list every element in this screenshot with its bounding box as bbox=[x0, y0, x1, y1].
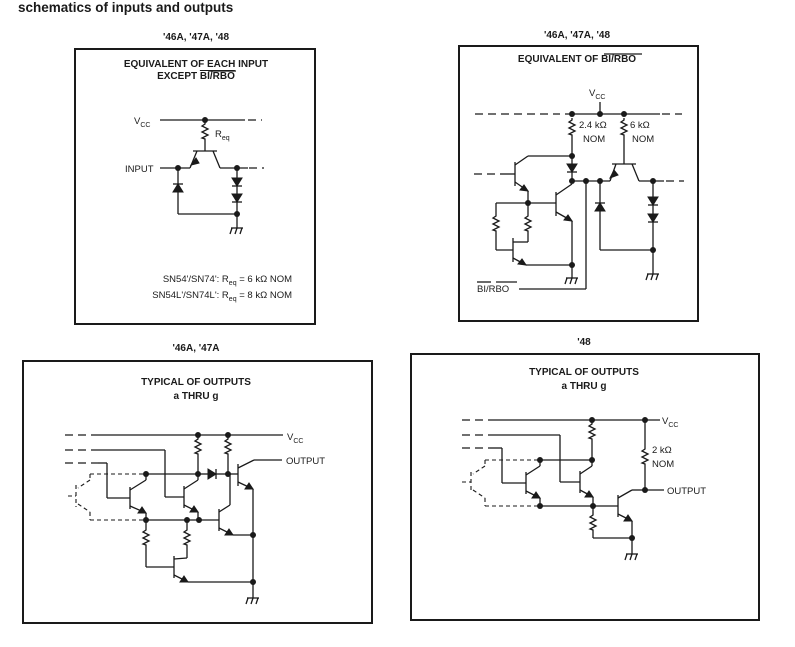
panel-1-device-label: '46A, '47A, '48 bbox=[163, 32, 229, 43]
vcc-label: VCC bbox=[589, 88, 605, 101]
panel-3-device-label: '46A, '47A bbox=[172, 343, 219, 354]
panel-4-title-line2: a THRU g bbox=[562, 381, 607, 392]
panel-4-device-label: '48 bbox=[577, 337, 591, 348]
resistor-6k-nom: NOM bbox=[632, 134, 654, 145]
vcc-label: VCC bbox=[662, 416, 678, 429]
output-circuit-48: VCC 2 kΩ NOM OUTPUT bbox=[462, 416, 706, 561]
page-title: schematics of inputs and outputs bbox=[18, 0, 233, 15]
panel-3-title-line2: a THRU g bbox=[174, 391, 219, 402]
panel-2-title: EQUIVALENT OF BI/RBO bbox=[518, 54, 636, 65]
note-sn54l: SN54L'/SN74L': Req = 8 kΩ NOM bbox=[152, 290, 292, 303]
junction-dot bbox=[202, 117, 208, 123]
req-label: Req bbox=[215, 129, 230, 142]
bi-rbo-pin-label: BI/RBO bbox=[477, 284, 509, 295]
resistor-2-4k-nom: NOM bbox=[583, 134, 605, 145]
output-label: OUTPUT bbox=[286, 456, 325, 467]
panel-2-frame bbox=[458, 45, 699, 322]
panel-1-title-line1: EQUIVALENT OF EACH INPUT bbox=[124, 59, 268, 70]
resistor-2k-nom: NOM bbox=[652, 459, 674, 470]
panel-4-frame bbox=[410, 353, 760, 621]
output-label: OUTPUT bbox=[667, 486, 706, 497]
panel-3-frame bbox=[22, 360, 373, 624]
vcc-label: VCC bbox=[134, 116, 150, 129]
resistor-6k-label: 6 kΩ bbox=[630, 120, 650, 131]
input-circuit: VCC Req INPUT bbox=[125, 116, 264, 235]
panel-3-title-line1: TYPICAL OF OUTPUTS bbox=[141, 377, 251, 388]
resistor-2k-label: 2 kΩ bbox=[652, 445, 672, 456]
resistor-2-4k-label: 2.4 kΩ bbox=[579, 120, 607, 131]
note-sn54: SN54'/SN74': Req = 6 kΩ NOM bbox=[163, 274, 292, 287]
vcc-label: VCC bbox=[287, 432, 303, 445]
output-circuit-46a: VCC bbox=[65, 432, 325, 605]
panel-bi-rbo-equivalent: '46A, '47A, '48 EQUIVALENT OF BI/RBO VCC… bbox=[458, 30, 699, 322]
ground-icon bbox=[564, 271, 579, 285]
panel-1-title-line2: EXCEPT BI/RBO bbox=[157, 71, 235, 82]
panel-input-equivalent: '46A, '47A, '48 EQUIVALENT OF EACH INPUT… bbox=[74, 32, 316, 325]
panel-1-frame bbox=[74, 48, 316, 325]
panel-2-device-label: '46A, '47A, '48 bbox=[544, 30, 610, 41]
ground-icon bbox=[229, 221, 244, 235]
ground-icon bbox=[624, 547, 639, 561]
ground-icon bbox=[245, 591, 260, 605]
panel-4-title-line1: TYPICAL OF OUTPUTS bbox=[529, 367, 639, 378]
input-label: INPUT bbox=[125, 164, 154, 175]
bi-rbo-circuit: VCC 2.4 kΩ NOM 6 kΩ NOM bbox=[474, 88, 684, 295]
panel-outputs-46a-47a: '46A, '47A TYPICAL OF OUTPUTS a THRU g V… bbox=[22, 343, 373, 624]
panel-outputs-48: '48 TYPICAL OF OUTPUTS a THRU g VCC bbox=[410, 337, 760, 621]
ground-icon bbox=[645, 267, 660, 281]
